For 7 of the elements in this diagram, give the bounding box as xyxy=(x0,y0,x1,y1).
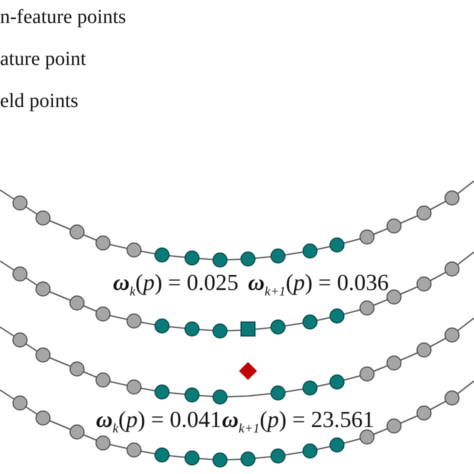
formula-label: ω$_{k+1}$(p) = 0.036 xyxy=(248,271,389,298)
formula-label: ω$_{k}$(p) = 0.041 xyxy=(96,408,222,435)
legend-label: eld points xyxy=(0,90,78,113)
formula-label: ω$_{k}$(p) = 0.025 xyxy=(113,271,238,298)
legend-label: n-feature points xyxy=(0,6,126,29)
formula-label: ω$_{k+1}$(p) = 23.561 xyxy=(222,408,374,435)
legend-label: ature point xyxy=(0,48,86,71)
